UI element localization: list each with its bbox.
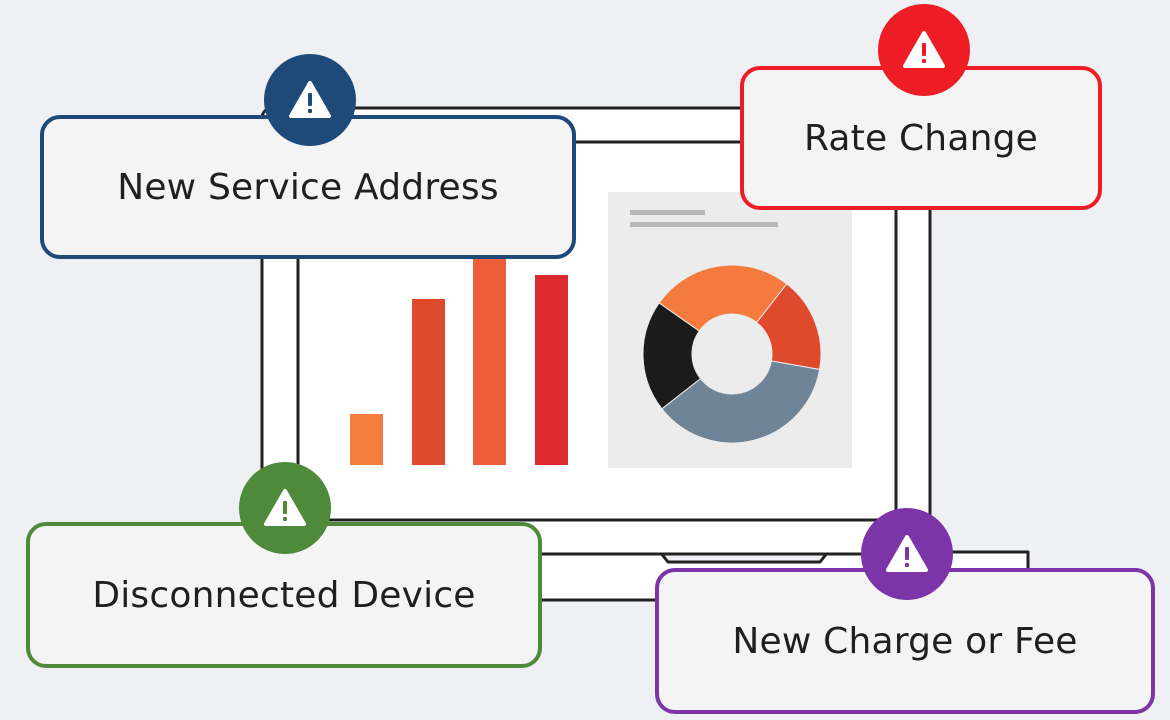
- chart-bar-1: [350, 414, 383, 465]
- donut-segment-orange: [658, 264, 788, 332]
- alert-label: Rate Change: [803, 117, 1039, 159]
- donut-segment-black: [642, 302, 702, 410]
- alert-label: Disconnected Device: [92, 574, 476, 616]
- warning-badge-new-charge: [861, 508, 953, 600]
- warning-badge-service-address: [264, 54, 356, 146]
- donut-chart: [642, 264, 822, 444]
- chart-bar-4: [535, 275, 568, 465]
- warning-triangle-icon: [264, 489, 306, 526]
- chart-bar-2: [412, 299, 445, 465]
- warning-badge-disconnected-device: [239, 462, 331, 554]
- chart-bar-3: [473, 258, 506, 465]
- panel-line-1: [630, 210, 705, 215]
- panel-line-2: [630, 222, 778, 227]
- warning-triangle-icon: [289, 81, 331, 118]
- donut-segment-gray: [661, 360, 821, 444]
- warning-triangle-icon: [886, 535, 928, 572]
- alert-label: New Charge or Fee: [732, 620, 1078, 662]
- warning-triangle-icon: [903, 31, 945, 68]
- alert-label: New Service Address: [117, 166, 499, 208]
- warning-badge-rate-change: [878, 4, 970, 96]
